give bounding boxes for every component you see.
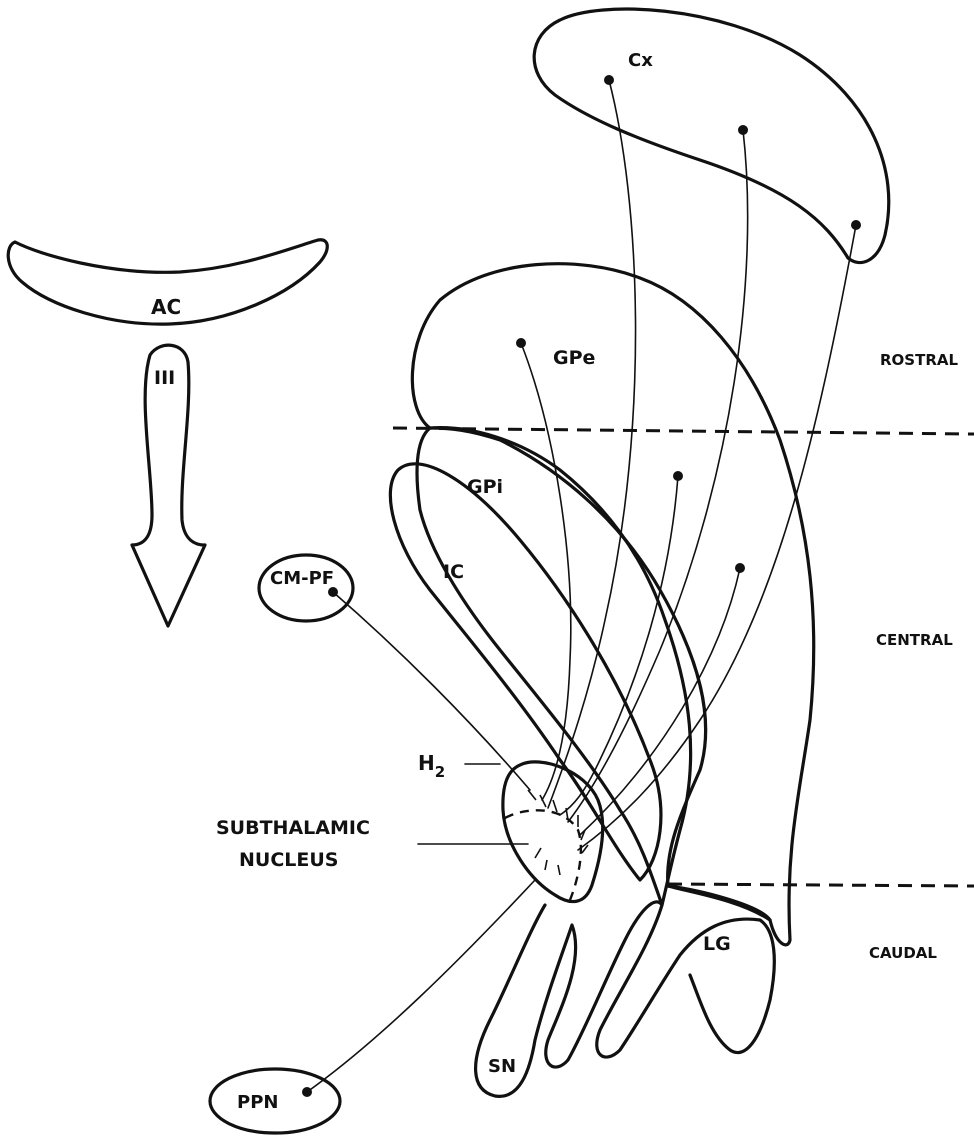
cx-origin-dot-1 xyxy=(604,75,614,85)
cx-fiber-3 xyxy=(578,225,856,850)
sn-label: SN xyxy=(488,1056,516,1077)
gpi-outline xyxy=(417,428,691,905)
substantia-nigra-outline xyxy=(476,902,775,1096)
level-central: CENTRAL xyxy=(876,631,953,649)
lg-label: LG xyxy=(703,933,731,955)
gpe-label: GPe xyxy=(553,347,595,369)
central-caudal-divider xyxy=(668,884,974,886)
gpi-fiber-1 xyxy=(560,476,678,815)
lg-outline xyxy=(668,886,770,920)
subthalamic-label-line-1: SUBTHALAMIC xyxy=(216,817,370,839)
gpe-origin-dot xyxy=(516,338,526,348)
ac-label: AC xyxy=(151,295,181,319)
cx-label: Cx xyxy=(628,50,653,71)
cortex-outline xyxy=(534,9,889,263)
internal-capsule-outline xyxy=(390,464,661,880)
level-rostral: ROSTRAL xyxy=(880,351,958,369)
cx-origin-dot-3 xyxy=(851,220,861,230)
subthalamic-label-line-2: NUCLEUS xyxy=(239,849,338,871)
gpi-label: GPi xyxy=(467,476,503,498)
ppn-label: PPN xyxy=(237,1092,278,1113)
ic-label: IC xyxy=(443,561,464,583)
cx-fiber-2 xyxy=(568,130,748,822)
gpi-origin-dot-2 xyxy=(735,563,745,573)
cx-origin-dot-2 xyxy=(738,125,748,135)
h2-label: H2 xyxy=(418,751,445,781)
level-caudal: CAUDAL xyxy=(869,944,937,962)
ppn-origin-dot xyxy=(302,1087,312,1097)
gpi-origin-dot-1 xyxy=(673,471,683,481)
third-ventricle-label: III xyxy=(154,367,175,389)
cm-pf-label: CM-PF xyxy=(270,568,334,589)
